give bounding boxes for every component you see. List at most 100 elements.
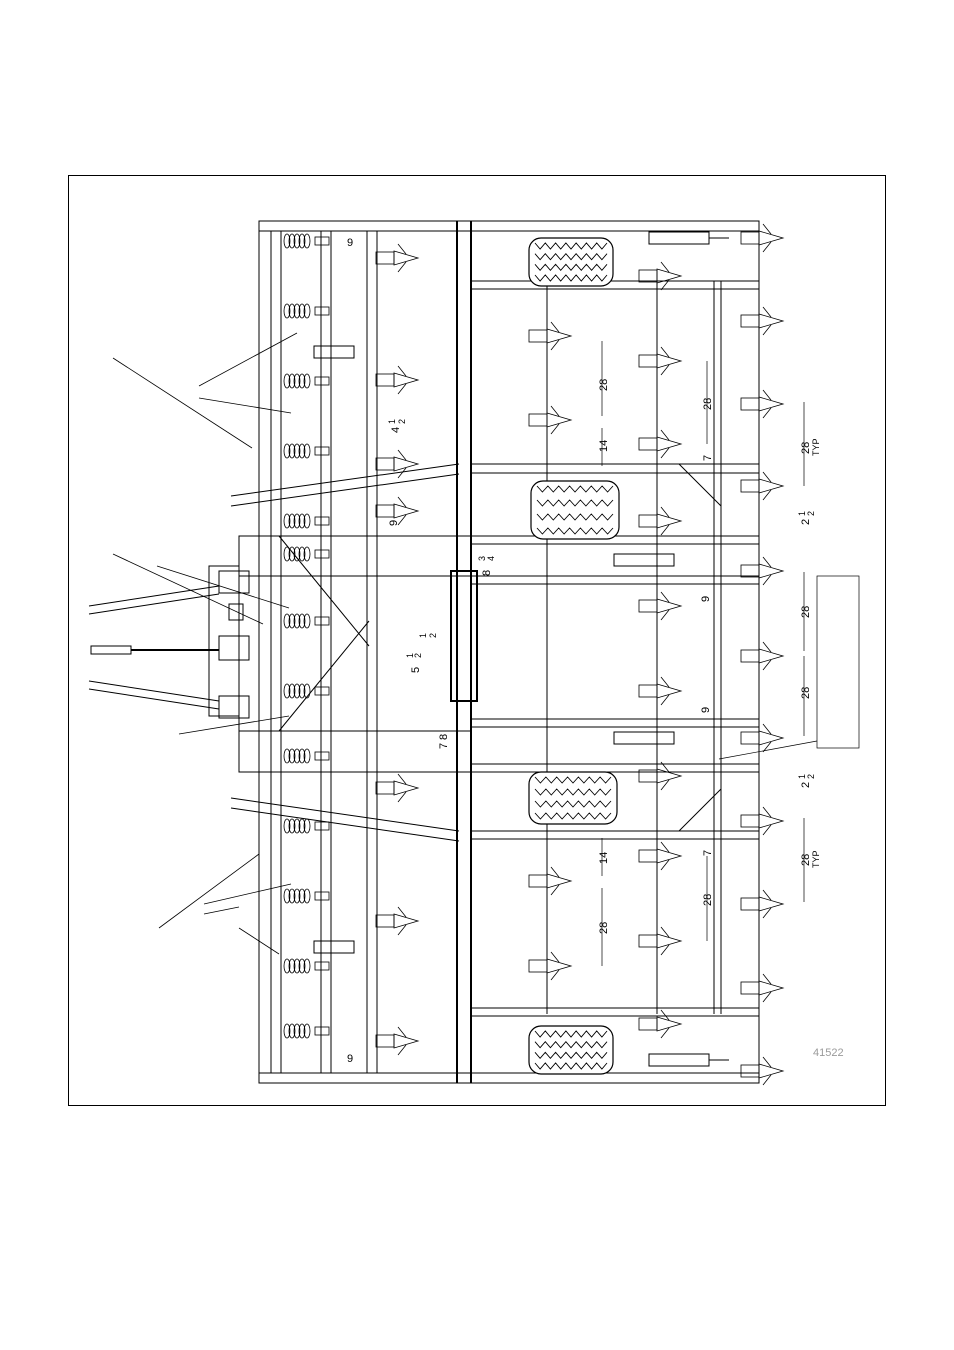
dimension-labels: 9 9 4 1 2 8 3 4 1 2 5 1 2 7 8 9 28 14 14… [347,237,821,1065]
dim-right-outer-2c: 2 [800,782,812,788]
sweep-point [657,437,681,451]
shank-clamp [741,898,759,910]
sweep-point [547,959,571,973]
sweep-point [394,373,418,387]
tire-outline [529,772,617,824]
sweep-point [759,397,783,411]
dim-center-9a: 9 [388,520,400,526]
leader-lines [113,333,297,954]
sweep-point [759,814,783,828]
sweep-point [657,849,681,863]
dim-mid-28b: 28 [598,922,610,934]
implement-top-view-drawing: 9 9 4 1 2 8 3 4 1 2 5 1 2 7 8 9 28 14 14… [69,176,887,1107]
spring-bracket [315,550,329,558]
sweep-point [547,874,571,888]
shank-clamp [639,600,657,612]
spring-bracket [315,447,329,455]
shank-clamp [741,732,759,744]
shank-clamp [529,960,547,972]
tire [529,772,617,824]
spring-bracket [315,687,329,695]
sweep-point [394,251,418,265]
shank-clamp [529,330,547,342]
dim-center-2b: 2 [413,653,423,658]
sweep-point [657,354,681,368]
shank-clamp [639,935,657,947]
dim-right-outer-typ-b: TYP [811,850,821,868]
dim-mid-14a: 14 [598,440,610,452]
sweep-point [759,564,783,578]
shank-clamp [639,438,657,450]
dim-top-left-9a: 9 [347,237,353,249]
dim-center-7: 7 [438,743,450,749]
sweep-point [394,504,418,518]
shank-clamp [741,232,759,244]
dim-right-outer-28b: 28 [800,606,812,618]
dim-center-4: 4 [486,556,496,561]
coil-springs [284,234,329,1038]
sweep-point [657,1017,681,1031]
sweep-point [759,897,783,911]
sweep-point [394,1034,418,1048]
spring-bracket [315,617,329,625]
sweep-point [759,731,783,745]
dim-right-outer-2a: 2 [800,519,812,525]
tire [531,481,619,539]
dim-center-2a: 2 [428,633,438,638]
shank-clamp [741,815,759,827]
shank-assemblies [376,224,783,1085]
sweep-point [759,314,783,328]
dim-right-inner-28a: 28 [702,398,714,410]
dim-right-outer-28c: 28 [800,687,812,699]
dim-mid-28a: 28 [598,379,610,391]
spring-bracket [315,1027,329,1035]
shank-clamp [639,270,657,282]
sweep-point [394,914,418,928]
shank-clamp [639,515,657,527]
dim-right-inner-7b: 7 [702,850,714,856]
dim-right-inner-9b: 9 [700,707,712,713]
sweep-point [759,981,783,995]
shank-clamp [741,982,759,994]
sweep-point [394,781,418,795]
sweep-point [657,684,681,698]
dim-left-upper-4: 4 [390,427,402,433]
spring-bracket [315,892,329,900]
main-frame [231,221,759,1083]
sweep-point [759,649,783,663]
shank-clamp [741,315,759,327]
sweep-point [759,231,783,245]
shank-clamp [376,782,394,794]
dim-right-outer-2b: 2 [806,511,816,516]
dim-left-upper-2: 2 [397,419,407,424]
dimension-lines [602,341,859,966]
shank-clamp [376,915,394,927]
sweep-point [547,413,571,427]
dim-bottom-left-9b: 9 [347,1053,353,1065]
shank-clamp [376,252,394,264]
shank-clamp [639,850,657,862]
dim-center-1a: 1 [418,633,428,638]
dim-right-outer-typ-a: TYP [811,438,821,456]
dim-mid-14b: 14 [598,852,610,864]
shank-clamp [741,650,759,662]
hitch-tongue [89,566,249,718]
front-spring-gangs [271,231,331,1073]
spring-bracket [315,962,329,970]
dim-right-inner-28b: 28 [702,894,714,906]
drawing-frame: 9 9 4 1 2 8 3 4 1 2 5 1 2 7 8 9 28 14 14… [68,175,886,1106]
dim-center-8: 8 [481,570,493,576]
tire [529,1026,613,1074]
shank-clamp [376,458,394,470]
shank-clamp [741,565,759,577]
shank-clamp [529,875,547,887]
spring-bracket [315,517,329,525]
sweep-point [759,1064,783,1078]
dim-center-8b: 8 [438,734,450,740]
sweep-point [657,599,681,613]
shank-clamp [376,1035,394,1047]
shank-clamp [741,480,759,492]
dim-left-upper-1: 1 [387,419,397,424]
sweep-point [547,329,571,343]
spring-bracket [315,377,329,385]
